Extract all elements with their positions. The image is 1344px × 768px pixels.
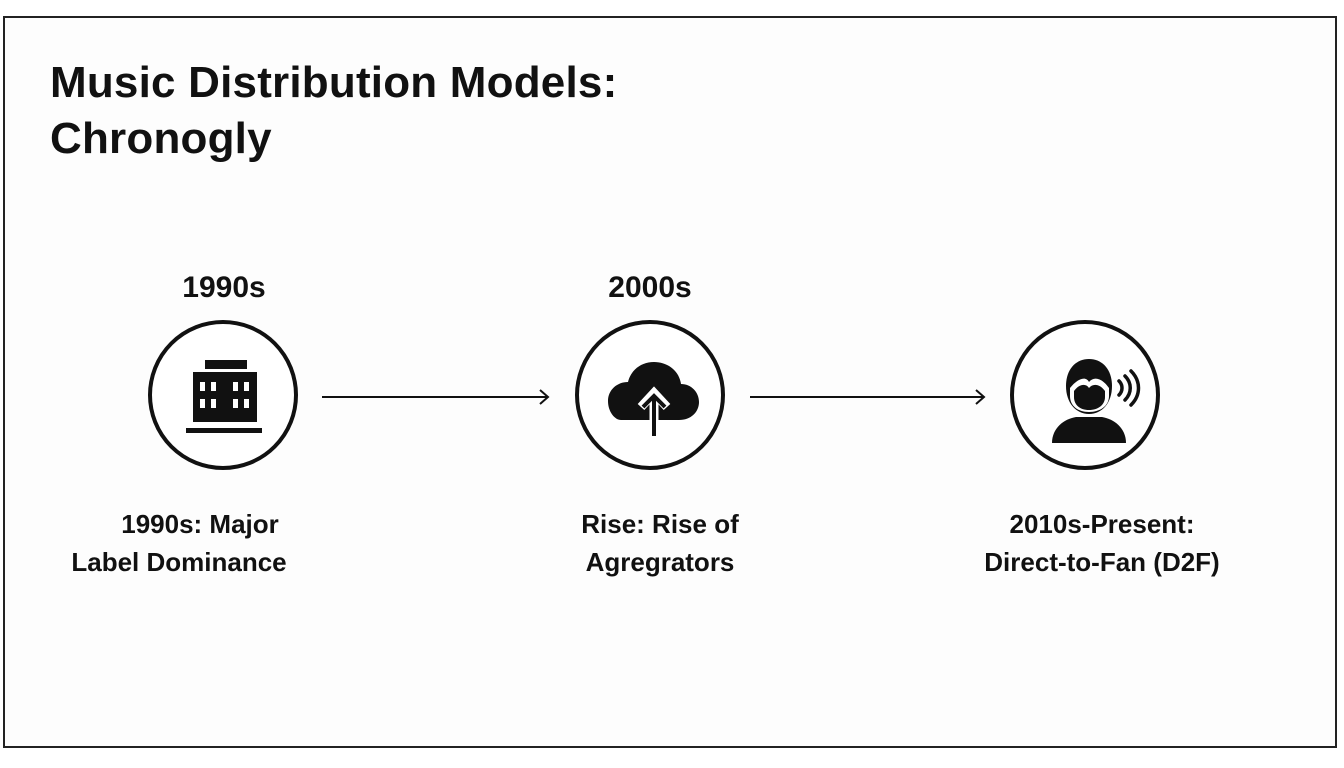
stage-1-caption-line-1: 1990s: Major — [121, 509, 279, 539]
stage-3-caption-line-2: Direct-to-Fan (D2F) — [984, 547, 1220, 577]
diagram-title: Music Distribution Models: Chronogly — [50, 55, 950, 167]
stage-3-caption-line-1: 2010s-Present: — [1009, 509, 1195, 539]
stage-3-node — [1010, 320, 1160, 470]
person-speaking-icon — [1052, 359, 1141, 443]
cloud-upload-icon — [608, 362, 699, 436]
stage-2-caption-line-1: Rise: Rise of — [581, 509, 739, 539]
title-line-1: Music Distribution Models: — [50, 58, 618, 107]
stage-2-caption-line-2: Agregrators — [585, 547, 735, 577]
title-line-2: Chronogly — [50, 114, 272, 163]
stage-1-year: 1990s — [182, 271, 266, 304]
stage-3-caption: 2010s-Present: Direct-to-Fan (D2F) — [942, 505, 1262, 581]
stage-1-caption: 1990s: Major Label Dominance — [22, 505, 342, 581]
stage-1-caption-line-2: Label Dominance — [71, 547, 287, 577]
stage-2-year: 2000s — [608, 271, 692, 304]
building-icon — [186, 360, 262, 433]
arrow-1-icon — [322, 389, 550, 405]
stage-1-node — [148, 320, 298, 470]
arrow-2-icon — [750, 389, 986, 405]
stage-2-node — [575, 320, 725, 470]
stage-2-caption: Rise: Rise of Agregrators — [500, 505, 820, 581]
